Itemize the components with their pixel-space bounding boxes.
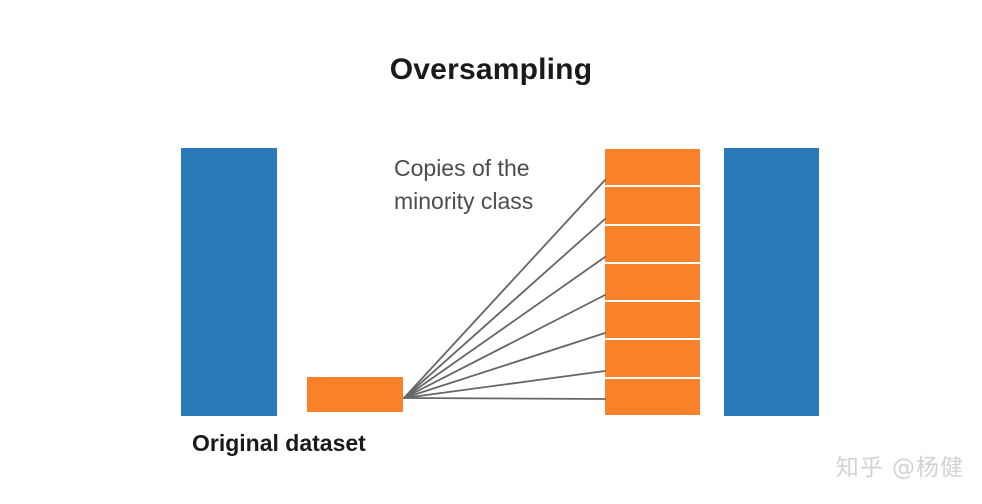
stack-segment-4 xyxy=(605,263,700,301)
stack-segment-3 xyxy=(605,225,700,262)
bar-majority-resampled xyxy=(724,148,819,416)
label-original-dataset: Original dataset xyxy=(192,430,366,456)
stack-segment-5 xyxy=(605,302,700,339)
page-title: Oversampling xyxy=(389,53,593,86)
connector-line-2 xyxy=(403,218,606,399)
connector-line-6 xyxy=(403,370,606,399)
stack-minority-copies xyxy=(605,149,700,415)
bar-majority-original xyxy=(181,148,277,416)
stack-segment-1 xyxy=(605,149,700,186)
stack-segment-6 xyxy=(605,340,700,377)
annotation-copies-of-minority-class: Copies of the minority class xyxy=(394,155,534,214)
connector-line-4 xyxy=(403,294,606,399)
connector-line-5 xyxy=(403,332,606,399)
connector-line-7 xyxy=(403,397,606,400)
stack-segment-2 xyxy=(605,187,700,224)
connector-line-3 xyxy=(403,256,606,399)
stack-segment-7 xyxy=(605,378,700,415)
watermark: 知乎 @杨健 xyxy=(835,455,964,481)
bar-minority-original xyxy=(307,377,403,412)
